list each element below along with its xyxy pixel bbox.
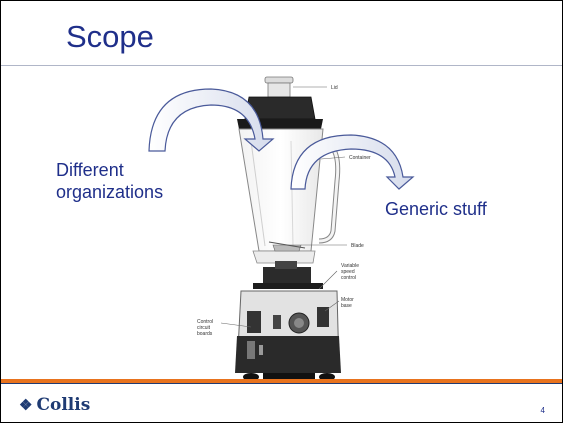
label-speed: speed xyxy=(341,269,355,275)
callout-line: organizations xyxy=(56,182,164,202)
diagram-leader-lines xyxy=(220,86,347,328)
footer-accent-bar xyxy=(1,379,562,383)
label-control-boards-1: Control xyxy=(197,319,213,325)
diamond-cluster-icon: ❖ xyxy=(19,396,33,414)
label-lid: Lid xyxy=(331,85,338,91)
label-blade: Blade xyxy=(351,243,364,249)
label-base: base xyxy=(341,303,352,309)
label-control: control xyxy=(341,275,356,281)
blender-blade xyxy=(268,241,306,252)
curved-arrow-icon xyxy=(148,88,275,152)
callout-different-organizations: Different organizations xyxy=(56,159,163,203)
footer-accent-line xyxy=(1,383,562,384)
blender-motor-base xyxy=(235,290,341,381)
curved-arrow-icon xyxy=(290,134,415,190)
logo-text: Collis xyxy=(36,395,91,415)
label-control-boards-3: boards xyxy=(197,331,213,337)
label-variable: Variable xyxy=(341,263,359,269)
slide-title: Scope xyxy=(66,19,154,54)
title-divider xyxy=(1,65,562,66)
callout-generic-stuff: Generic stuff xyxy=(385,199,487,219)
collis-logo: ❖ Collis xyxy=(19,395,90,415)
blender-coupling xyxy=(253,261,323,289)
callout-line: Different xyxy=(56,160,124,180)
page-number: 4 xyxy=(540,406,545,415)
label-motor: Motor xyxy=(341,297,354,303)
label-control-boards-2: circuit xyxy=(197,325,211,331)
label-container: Container xyxy=(349,155,371,161)
